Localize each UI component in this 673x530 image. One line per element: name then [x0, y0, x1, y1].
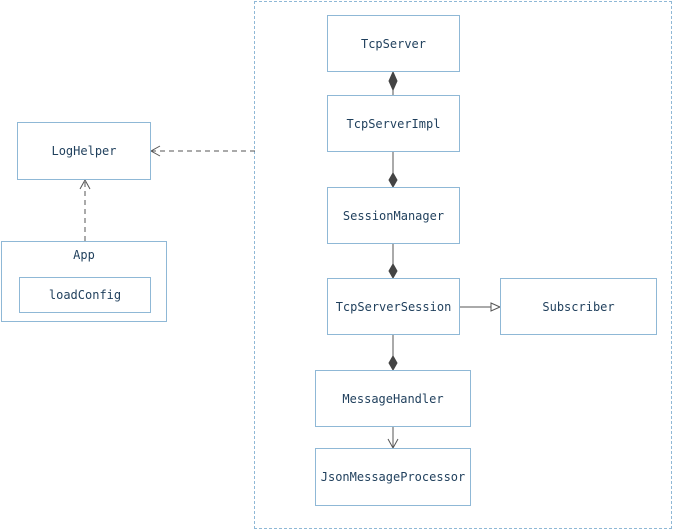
subscriber-node: Subscriber [500, 278, 657, 335]
subscriber-label: Subscriber [542, 299, 615, 314]
app-label: App [73, 248, 95, 262]
composition-diamond-session [388, 262, 398, 280]
tcpserverimpl-node: TcpServerImpl [327, 95, 460, 152]
app-node: App loadConfig [1, 241, 167, 322]
composition-diamond-messagehandler [388, 354, 398, 372]
loadconfig-node: loadConfig [19, 277, 151, 313]
tcpserver-label: TcpServer [360, 36, 427, 51]
loadconfig-label: loadConfig [48, 288, 122, 302]
server-group-container [254, 1, 672, 529]
loghelper-node: LogHelper [17, 122, 151, 180]
messagehandler-node: MessageHandler [315, 370, 471, 427]
composition-diamond-sessionmanager [388, 171, 398, 189]
tcpserversession-label: TcpServerSession [335, 299, 452, 314]
tcpserversession-node: TcpServerSession [327, 278, 460, 335]
jsonmessageprocessor-label: JsonMessageProcessor [320, 470, 466, 484]
sessionmanager-node: SessionManager [327, 187, 460, 244]
composition-diamond-tcpserver [388, 70, 398, 92]
loghelper-label: LogHelper [51, 144, 117, 158]
messagehandler-label: MessageHandler [342, 391, 444, 406]
sessionmanager-label: SessionManager [342, 208, 445, 223]
tcpserver-node: TcpServer [327, 15, 460, 72]
jsonmessageprocessor-node: JsonMessageProcessor [315, 448, 471, 506]
tcpserverimpl-label: TcpServerImpl [346, 116, 441, 131]
